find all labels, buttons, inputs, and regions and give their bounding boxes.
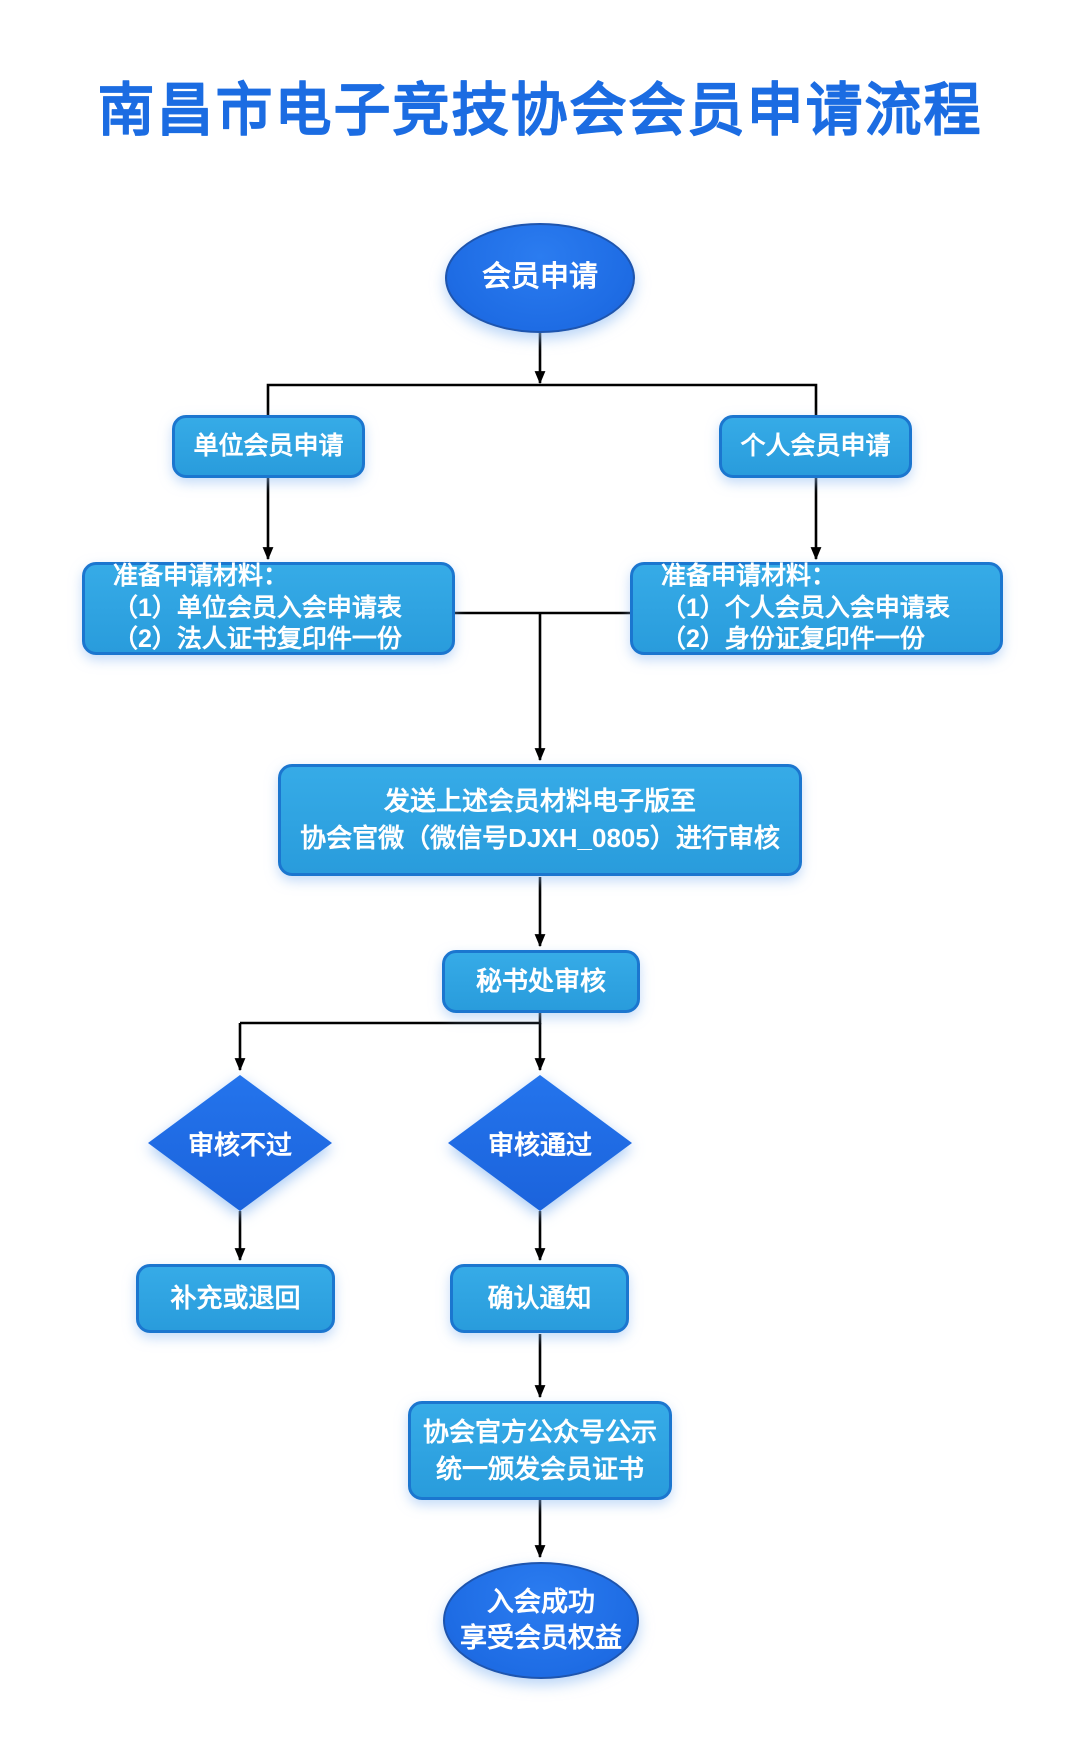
end-success-line2: 享受会员权益 (460, 1622, 622, 1653)
unit-materials-line2: （1）单位会员入会申请表 (113, 593, 402, 622)
announce-certificate-line1: 协会官方公众号公示 (422, 1416, 657, 1447)
supplement-return-node: 补充或退回 (136, 1264, 335, 1333)
confirm-notice-label: 确认通知 (487, 1282, 592, 1313)
send-review-line1: 发送上述会员材料电子版至 (383, 786, 696, 817)
unit-branch-label: 单位会员申请 (193, 432, 344, 461)
announce-certificate-line2: 统一颁发会员证书 (435, 1453, 644, 1484)
secretariat-review-label: 秘书处审核 (475, 965, 606, 996)
send-review-node: 发送上述会员材料电子版至 协会官微（微信号DJXH_0805）进行审核 (278, 764, 802, 876)
review-fail-label: 审核不过 (187, 1129, 292, 1160)
review-pass-node: 审核通过 (448, 1075, 632, 1211)
review-fail-node: 审核不过 (148, 1075, 332, 1211)
end-success-line1: 入会成功 (487, 1586, 595, 1617)
personal-materials-line2: （1）个人会员入会申请表 (661, 593, 950, 622)
confirm-notice-node: 确认通知 (450, 1264, 629, 1333)
unit-materials-line1: 准备申请材料： (113, 562, 289, 591)
personal-materials-node: 准备申请材料： （1）个人会员入会申请表 （2）身份证复印件一份 (630, 562, 1003, 655)
announce-certificate-node: 协会官方公众号公示 统一颁发会员证书 (408, 1401, 672, 1500)
secretariat-review-node: 秘书处审核 (442, 950, 640, 1013)
start-node: 会员申请 (445, 223, 635, 333)
review-pass-label: 审核通过 (487, 1129, 592, 1160)
end-success-node: 入会成功 享受会员权益 (443, 1562, 639, 1679)
unit-materials-line3: （2）法人证书复印件一份 (113, 625, 402, 654)
unit-materials-node: 准备申请材料： （1）单位会员入会申请表 （2）法人证书复印件一份 (82, 562, 455, 655)
page-title: 南昌市电子竞技协会会员申请流程 (97, 78, 983, 142)
personal-materials-line1: 准备申请材料： (661, 562, 837, 591)
personal-branch-label: 个人会员申请 (740, 432, 891, 461)
send-review-line2: 协会官微（微信号DJXH_0805）进行审核 (300, 823, 780, 853)
unit-branch-node: 单位会员申请 (172, 415, 365, 478)
supplement-return-label: 补充或退回 (170, 1282, 301, 1313)
start-node-label: 会员申请 (481, 261, 598, 294)
personal-branch-node: 个人会员申请 (719, 415, 912, 478)
personal-materials-line3: （2）身份证复印件一份 (661, 625, 925, 654)
